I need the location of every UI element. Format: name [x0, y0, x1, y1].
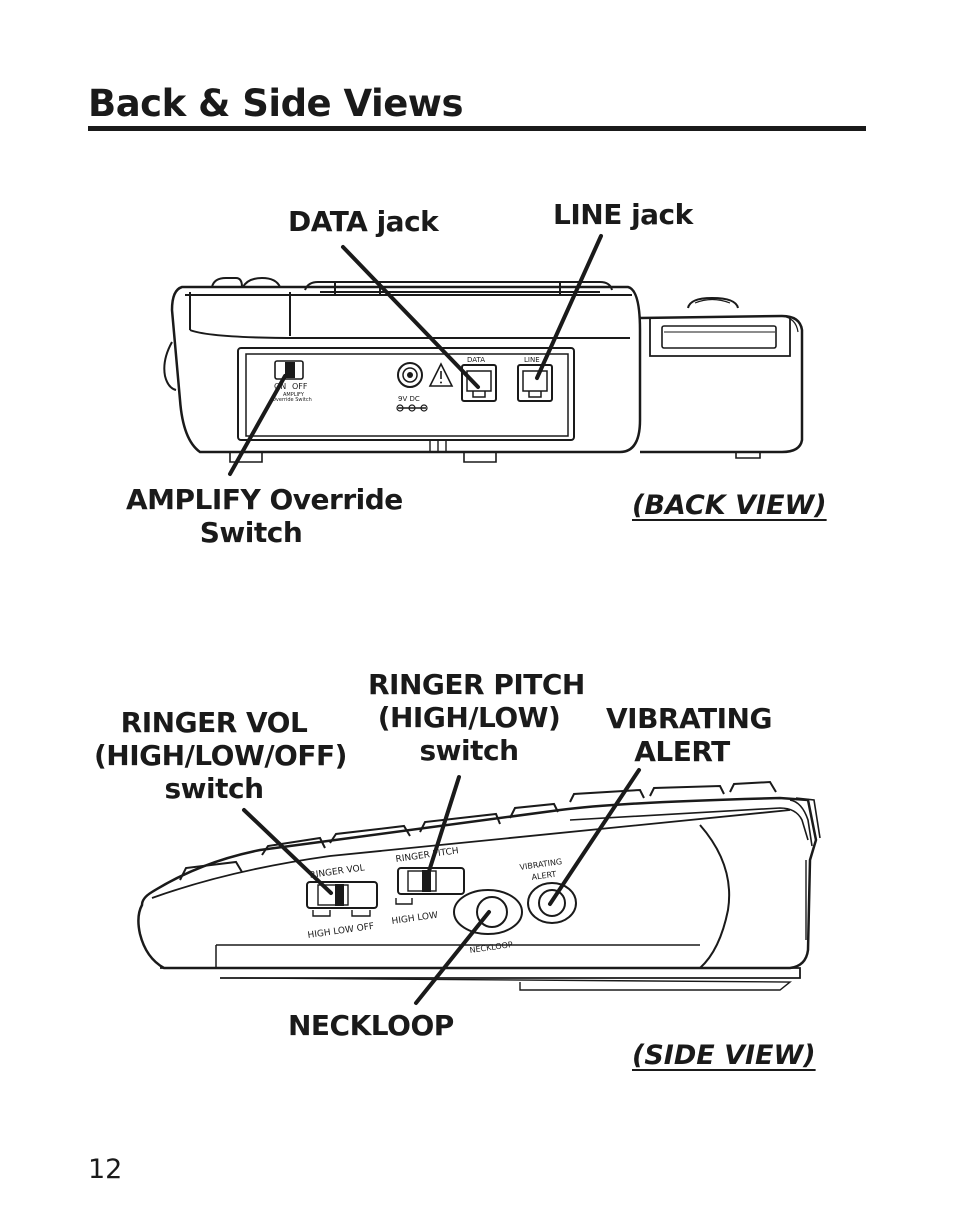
ringer-vol-line1: RINGER VOL	[120, 706, 308, 739]
side-view-caption-text: (SIDE VIEW)	[632, 1040, 816, 1071]
line-jack-panel-text: LINE	[524, 356, 540, 364]
data-jack-text: DATA jack	[288, 205, 439, 238]
ringer-vol-positions-text: HIGH LOW OFF	[307, 922, 375, 941]
back-view-leaders	[228, 234, 603, 476]
side-body-labels: RINGER VOL HIGH LOW OFF RINGER PITCH HIG…	[307, 846, 563, 955]
side-view-leaders	[242, 768, 641, 1005]
ringer-vol-line2: (HIGH/LOW/OFF)	[94, 739, 347, 772]
ringer-pitch-positions-text: HIGH LOW	[391, 911, 439, 927]
switch-amplify-text: AMPLIFY	[283, 392, 305, 398]
back-view-caption: (BACK VIEW)	[632, 490, 827, 521]
data-jack-panel-text: DATA	[467, 356, 485, 364]
line-jack-text: LINE jack	[553, 198, 693, 231]
neckloop-body-text: NECKLOOP	[469, 940, 513, 955]
ringer-vol-label: RINGER VOL (HIGH/LOW/OFF) switch	[94, 706, 347, 805]
ringer-pitch-line1: RINGER PITCH	[368, 668, 585, 701]
amplify-override-line2: Switch	[199, 516, 303, 549]
switch-override-text: Override Switch	[272, 397, 312, 403]
amplify-override-label: AMPLIFY Override Switch	[126, 483, 403, 549]
vibrating-alert-label: VIBRATING ALERT	[606, 702, 772, 768]
back-view-caption-text: (BACK VIEW)	[632, 490, 827, 521]
side-view-illustration	[137, 780, 821, 991]
ringer-pitch-label: RINGER PITCH (HIGH/LOW) switch	[368, 668, 585, 767]
data-jack-label: DATA jack	[288, 205, 439, 238]
title-rule	[88, 126, 866, 131]
ringer-vol-line3: switch	[164, 772, 264, 805]
ringer-pitch-line3: switch	[419, 734, 519, 767]
vibrating-alert-line2: ALERT	[634, 735, 730, 768]
page-number: 12	[88, 1154, 123, 1185]
power-jack-text: 9V DC	[398, 395, 420, 403]
vibrating-body-text-2: ALERT	[531, 870, 557, 882]
side-view-caption: (SIDE VIEW)	[632, 1040, 816, 1071]
neckloop-label: NECKLOOP	[288, 1009, 454, 1042]
vibrating-alert-line1: VIBRATING	[606, 702, 772, 735]
neckloop-text: NECKLOOP	[288, 1009, 454, 1042]
line-jack-label: LINE jack	[553, 198, 693, 231]
back-view-illustration	[163, 276, 804, 463]
ringer-pitch-line2: (HIGH/LOW)	[377, 701, 561, 734]
vibrating-body-text-1: VIBRATING	[519, 857, 563, 872]
switch-off-text: OFF	[292, 382, 308, 391]
amplify-override-line1: AMPLIFY Override	[126, 483, 403, 516]
page-title: Back & Side Views	[88, 82, 464, 125]
